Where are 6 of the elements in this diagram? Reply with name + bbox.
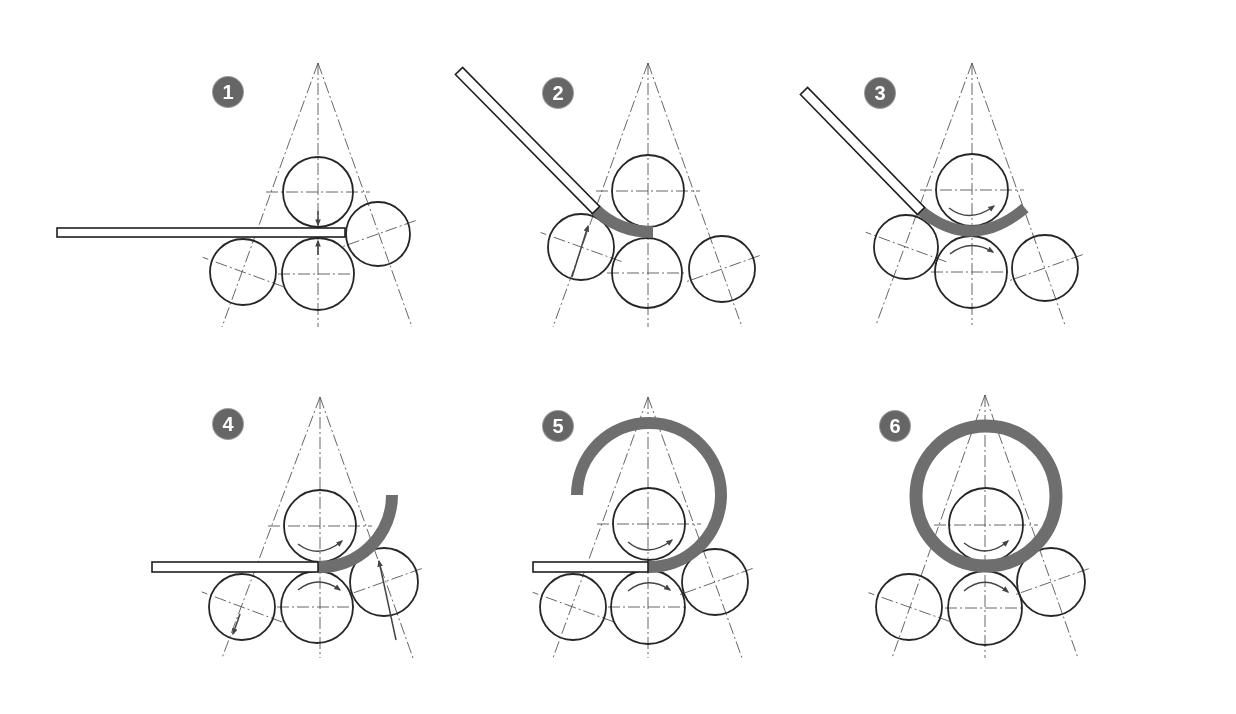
callout-number: 5: [543, 411, 573, 441]
callout-number: 2: [543, 78, 573, 108]
callout-number: 3: [865, 78, 895, 108]
callout-number: 4: [213, 409, 243, 439]
callout-number: 1: [213, 77, 243, 107]
callout-number: 6: [880, 411, 910, 441]
